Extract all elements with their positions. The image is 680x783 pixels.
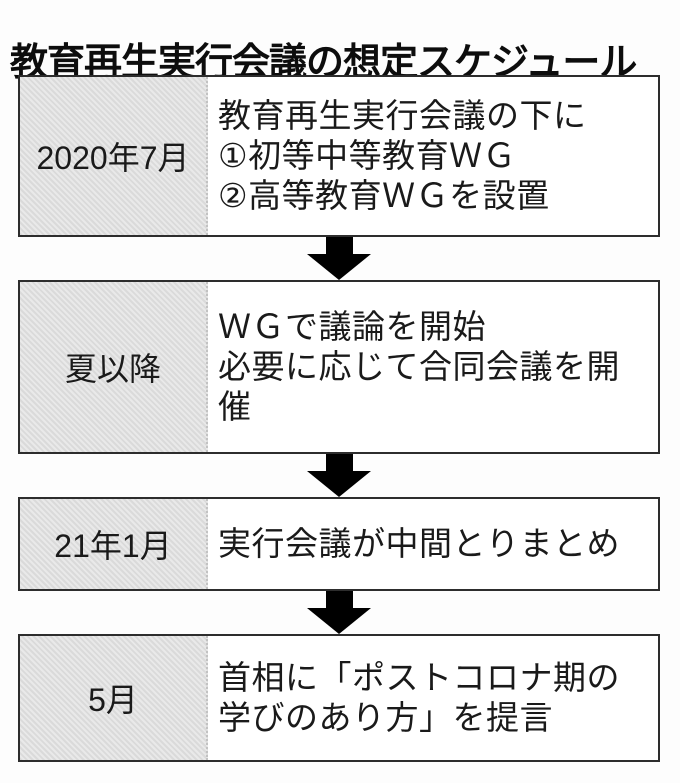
- timeline-flow: 2020年7月 教育再生実行会議の下に ①初等中等教育ＷＧ ②高等教育ＷＧを設置…: [18, 75, 660, 762]
- down-arrow-head: [307, 254, 371, 280]
- content-text: 教育再生実行会議の下に ①初等中等教育ＷＧ ②高等教育ＷＧを設置: [218, 97, 587, 214]
- content-cell: ＷＧで議論を開始 必要に応じて合同会議を開 催: [208, 282, 658, 452]
- content-cell: 実行会議が中間とりまとめ: [208, 499, 658, 589]
- date-label: 5月: [20, 636, 208, 760]
- down-arrow-head: [307, 608, 371, 634]
- content-cell: 首相に「ポストコロナ期の 学びのあり方」を提言: [208, 636, 658, 760]
- date-label: 夏以降: [20, 282, 208, 452]
- down-arrow-icon: [18, 237, 660, 280]
- date-label: 2020年7月: [20, 77, 208, 235]
- timeline-row: 5月 首相に「ポストコロナ期の 学びのあり方」を提言: [18, 634, 660, 762]
- down-arrow-stem: [325, 237, 353, 254]
- content-text: 実行会議が中間とりまとめ: [218, 525, 620, 562]
- content-cell: 教育再生実行会議の下に ①初等中等教育ＷＧ ②高等教育ＷＧを設置: [208, 77, 658, 235]
- down-arrow-stem: [325, 454, 353, 471]
- date-label: 21年1月: [20, 499, 208, 589]
- down-arrow-stem: [325, 591, 353, 608]
- timeline-row: 2020年7月 教育再生実行会議の下に ①初等中等教育ＷＧ ②高等教育ＷＧを設置: [18, 75, 660, 237]
- content-text: ＷＧで議論を開始 必要に応じて合同会議を開 催: [218, 308, 620, 425]
- down-arrow-icon: [18, 591, 660, 634]
- down-arrow-head: [307, 471, 371, 497]
- down-arrow-icon: [18, 454, 660, 497]
- content-text: 首相に「ポストコロナ期の 学びのあり方」を提言: [218, 659, 620, 736]
- timeline-row: 夏以降 ＷＧで議論を開始 必要に応じて合同会議を開 催: [18, 280, 660, 454]
- timeline-row: 21年1月 実行会議が中間とりまとめ: [18, 497, 660, 591]
